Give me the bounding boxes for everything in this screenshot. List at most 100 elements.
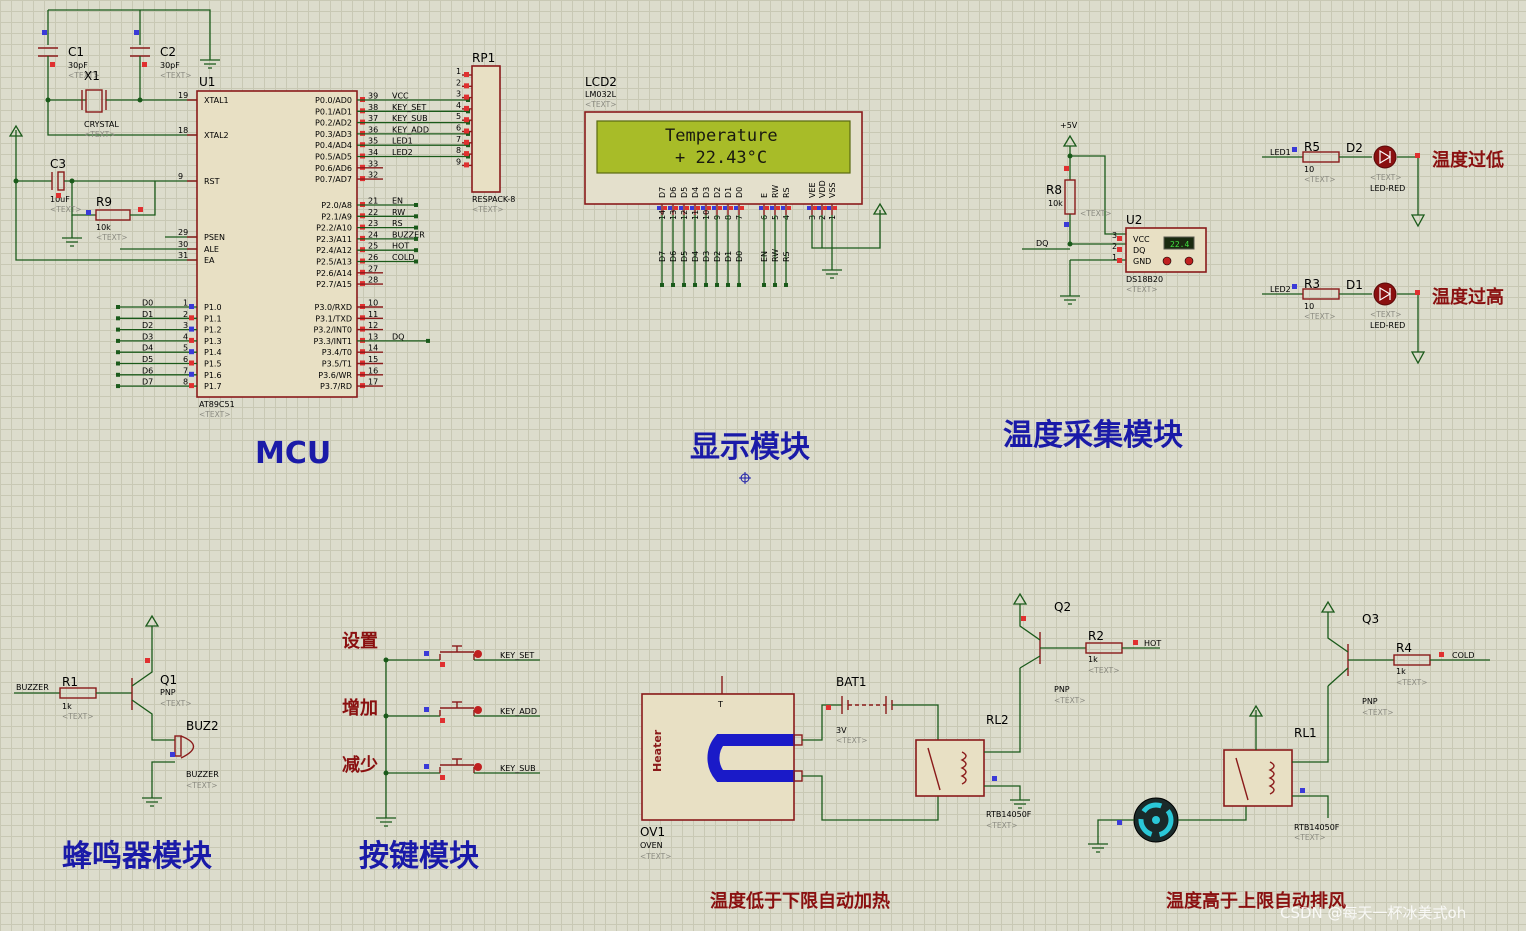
mcu-pin-label: P1.2 [204, 326, 222, 335]
d-net: D0 [142, 299, 153, 308]
mcu-pin-num: 17 [368, 378, 378, 387]
mcu-pin-label: P2.0/A8 [321, 201, 352, 210]
r8-ref: R8 [1046, 183, 1062, 197]
mcu-pin-label: P2.7/A15 [316, 280, 352, 289]
lcd-pin-label: D1 [724, 187, 733, 198]
mcu-pin-label: P3.0/RXD [315, 303, 352, 312]
d2-ref: D2 [1346, 141, 1363, 155]
fan-circuit: RL1 RTB14050F <TEXT> Q3 PNP <TEXT> R4 1k… [1088, 600, 1490, 853]
mcu-part: AT89C51 [199, 400, 235, 409]
mcu-pin-num: 19 [178, 91, 188, 100]
mcu-pin-num: 27 [368, 264, 378, 273]
lcd-net-label: RW [771, 249, 780, 262]
mcu-pin-num: 4 [183, 332, 188, 341]
svg-text:<TEXT>: <TEXT> [84, 130, 115, 139]
mcu-pin-label: P3.1/TXD [315, 314, 352, 323]
reset-circuit: C3 10uF <TEXT> R9 10k <TEXT> [8, 124, 197, 261]
key-sub-caption: 减少 [342, 754, 378, 776]
mcu-pin-num: 28 [368, 276, 378, 285]
lcd-pin-num: 11 [691, 210, 700, 220]
r4-ref: R4 [1396, 641, 1412, 655]
ds18b20-reading: 22.4 [1170, 240, 1189, 249]
mcu-pin-num: 15 [368, 355, 378, 364]
mcu-pin-label: PSEN [204, 233, 225, 242]
title-keys: 按键模块 [359, 839, 479, 874]
c3-value: 10uF [50, 195, 70, 204]
mcu-pin-label: P3.4/T0 [322, 348, 352, 357]
svg-text:<TEXT>: <TEXT> [186, 781, 217, 790]
net-label: EN [392, 197, 403, 206]
mcu-pin-num: 9 [178, 172, 183, 181]
svg-text:<TEXT>: <TEXT> [50, 205, 81, 214]
net-label: RS [392, 219, 403, 228]
ov1-ref: OV1 [640, 825, 665, 839]
mcu-pin-num: 10 [368, 299, 378, 308]
net-label: LED2 [392, 148, 413, 157]
mcu-pin-num: 37 [368, 114, 378, 123]
lcd-pin-num: 10 [702, 210, 711, 220]
net-label: COLD [392, 253, 415, 262]
lcd-line1: Temperature [665, 126, 778, 146]
lcd-net-label: D5 [680, 251, 689, 262]
rp1-ref: RP1 [472, 51, 495, 65]
rl1-value: RTB14050F [1294, 823, 1340, 832]
mcu-pin-label: ALE [204, 245, 219, 254]
oven-label: Heater [651, 729, 664, 772]
led-low-indicator: LED1 R5 10 <TEXT> D2 <TEXT> LED-RED 温度过低 [1262, 140, 1504, 228]
mcu-pin-label: P0.3/AD3 [315, 130, 352, 139]
rp1-pin-num: 1 [456, 67, 461, 76]
mcu-pin-num: 31 [178, 251, 188, 260]
mcu-pin-label: P3.7/RD [320, 382, 352, 391]
mcu-at89c51[interactable]: U1 AT89C51 <TEXT> 19XTAL118XTAL29RST29PS… [116, 75, 470, 419]
q1-ref: Q1 [160, 673, 177, 687]
mcu-pin-num: 13 [368, 332, 378, 341]
vcc5-label: +5V [1060, 121, 1078, 130]
u2-pin-label: DQ [1133, 246, 1145, 255]
net-label: KEY_SET [392, 103, 426, 112]
mcu-pin-label: P1.1 [204, 314, 222, 323]
buz2-ref: BUZ2 [186, 719, 219, 733]
svg-text:<TEXT>: <TEXT> [1126, 285, 1157, 294]
cold-net: COLD [1452, 651, 1475, 660]
mcu-pin-num: 8 [183, 378, 188, 387]
title-buzzer: 蜂鸣器模块 [62, 839, 212, 874]
c2-value: 30pF [160, 61, 180, 70]
hot-net: HOT [1144, 639, 1161, 648]
bat1-ref: BAT1 [836, 675, 866, 689]
lcd-pin-label: E [760, 193, 769, 198]
mcu-pin-label: P2.4/A12 [316, 246, 352, 255]
svg-text:<TEXT>: <TEXT> [1396, 678, 1427, 687]
title-mcu: MCU [255, 436, 331, 471]
rp1-pin-num: 5 [456, 112, 461, 121]
lcd-module[interactable]: LCD2 LM032L <TEXT> Temperature + 22.43°C… [584, 75, 888, 287]
lcd-net-label: D2 [713, 251, 722, 262]
q2-ref: Q2 [1054, 600, 1071, 614]
caption-fan: 温度高于上限自动排风 [1166, 890, 1346, 912]
buz2-value: BUZZER [186, 770, 219, 779]
u2-ref: U2 [1126, 213, 1142, 227]
r9-value: 10k [96, 223, 111, 232]
d-net: D7 [142, 378, 153, 387]
net-label: DQ [392, 332, 404, 341]
mcu-pin-label: XTAL2 [204, 131, 229, 140]
svg-text:<TEXT>: <TEXT> [1088, 666, 1119, 675]
lcd-pin-num: 13 [669, 210, 678, 220]
lcd-net-label: D3 [702, 251, 711, 262]
svg-text:<TEXT>: <TEXT> [640, 852, 671, 861]
net-label: LED1 [392, 137, 413, 146]
dq-net: DQ [1036, 239, 1048, 248]
lcd-net-label: EN [760, 251, 769, 262]
key-net-label: KEY_ADD [500, 707, 537, 716]
rp1-pin-num: 2 [456, 78, 461, 87]
lcd-net-label: D0 [735, 251, 744, 262]
mcu-pin-num: 36 [368, 125, 378, 134]
svg-text:<TEXT>: <TEXT> [986, 821, 1017, 830]
mcu-pin-num: 29 [178, 228, 188, 237]
mcu-pin-num: 18 [178, 126, 188, 135]
heater-circuit: T Heater OV1 OVEN <TEXT> BAT1 3V <TEXT> … [640, 592, 1161, 861]
mcu-pin-num: 34 [368, 148, 378, 157]
mcu-pin-num: 14 [368, 344, 378, 353]
